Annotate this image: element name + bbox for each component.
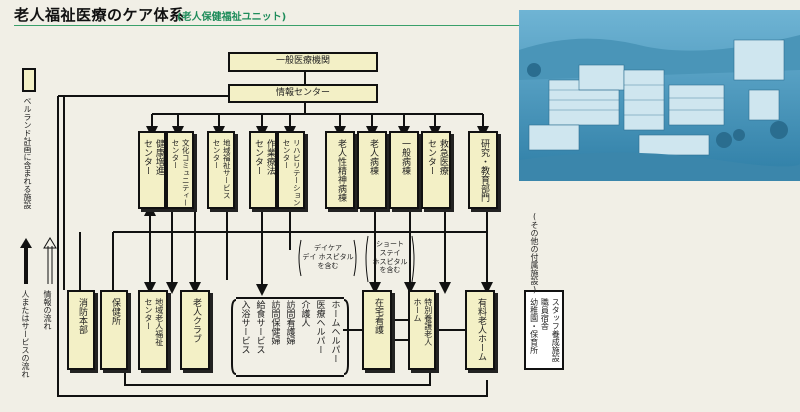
other-facilities-caption: (その他の付属施設) <box>529 212 540 294</box>
general-ward-box: 一般病棟 <box>389 131 419 209</box>
title-rule <box>14 25 519 26</box>
note-line: を含む <box>379 266 401 275</box>
label-line: ホーム <box>413 298 422 322</box>
label-line: 保健所 <box>109 298 120 325</box>
caption-text: (その他の付属施設) <box>530 212 539 294</box>
service-item: 介護人 <box>299 300 310 327</box>
label-line: 健康増進 <box>153 139 164 175</box>
paid-elderly-home-box: 有料老人ホーム <box>465 290 495 370</box>
legend-solid-arrow-label: 人またはサービスの流れ <box>20 290 31 400</box>
dementia-ward-box: 老人性精神病棟 <box>325 131 355 209</box>
health-office-box: 保健所 <box>100 290 128 370</box>
label-line: 研究・教育部門 <box>478 139 489 202</box>
label-line: 特別養護老人 <box>423 298 433 346</box>
note-line: ショート <box>376 240 404 248</box>
legend-text: 情報の流れ <box>43 290 52 330</box>
legend-facility-swatch <box>22 68 36 92</box>
note-line: デイケア <box>314 244 342 252</box>
label-line: センター <box>253 139 263 175</box>
nursing-home-box: 特別養護老人 ホーム <box>408 290 436 370</box>
label-line: 幼稚園・保育所 <box>529 298 539 354</box>
service-item: 医療ヘルパー <box>314 300 325 354</box>
label-line: スタッフ養成施設 <box>551 298 561 362</box>
label-line: センター <box>212 139 221 169</box>
label-line: センター <box>142 139 152 175</box>
legend-facility-label: ベルランド計画に含まれる施設 <box>22 97 33 247</box>
label-line: 職員宿舎 <box>540 298 550 330</box>
page-title: 老人福祉医療のケア体系 <box>14 6 185 24</box>
label-line: センター <box>426 139 436 175</box>
label-line: 老人病棟 <box>367 139 378 175</box>
regional-elderly-box: 地域老人福祉 センター <box>138 290 168 370</box>
service-item: 訪問保健婦 <box>269 300 280 345</box>
service-item: 給食サービス <box>254 300 265 354</box>
label-line: 地域福祉サービス <box>222 139 232 199</box>
elderly-club-box: 老人クラブ <box>180 290 210 370</box>
daycare-note: デイケア デイ ホスピタル を含む <box>302 244 354 271</box>
staff-facilities-box: スタッフ養成施設 職員宿舎 幼稚園・保育所 <box>524 290 564 370</box>
fire-dept-box: 消防本部 <box>67 290 95 370</box>
label-line: 在宅看護 <box>372 298 383 334</box>
health-center-box: 健康増進 センター <box>138 131 166 209</box>
label-line: 消防本部 <box>76 298 87 334</box>
label-line: 老人性精神病棟 <box>335 139 346 202</box>
aerial-photo <box>519 10 800 181</box>
culture-center-box: 文化コミュニティー センター <box>166 131 194 209</box>
note-line: ホスピタル <box>372 257 408 266</box>
short-stay-note: ショート ステイ ホスピタル を含む <box>369 240 411 275</box>
label-line: センター <box>171 139 180 169</box>
service-item: 訪問看護婦 <box>284 300 295 345</box>
home-services-list: ホームヘルパー 医療ヘルパー 介護人 訪問看護婦 訪問保健婦 給食サービス 入浴… <box>236 300 344 374</box>
general-medical-label: 一般医療機関 <box>275 56 330 67</box>
label-line: 老人クラブ <box>190 298 201 343</box>
rehab-center-box: リハビリテーション センター <box>277 131 305 209</box>
label-line: 作業療法 <box>264 139 275 175</box>
page-subtitle: (老人保健福祉ユニット) <box>177 12 287 23</box>
emergency-center-box: 救急医療 センター <box>421 131 451 209</box>
label-line: 有料老人ホーム <box>475 298 486 361</box>
legend-outline-arrow-label: 情報の流れ <box>42 290 53 370</box>
regional-welfare-box: 地域福祉サービス センター <box>207 131 235 209</box>
legend-text: 人またはサービスの流れ <box>21 290 30 378</box>
label-line: リハビリテーション <box>292 139 302 207</box>
legend-arrows <box>20 237 57 284</box>
note-line: を含む <box>317 262 339 271</box>
legend-text: ベルランド計画に含まれる施設 <box>23 97 32 209</box>
elderly-ward-box: 老人病棟 <box>357 131 387 209</box>
home-nursing-box: 在宅看護 <box>362 290 392 370</box>
service-item: 入浴サービス <box>239 300 250 354</box>
note-line: デイ ホスピタル <box>302 253 354 262</box>
label-line: 救急医療 <box>437 139 448 175</box>
label-line: 文化コミュニティー <box>181 139 191 207</box>
label-line: 地域老人福祉 <box>154 298 164 346</box>
note-line: ステイ <box>379 248 401 257</box>
occupational-therapy-box: 作業療法 センター <box>249 131 277 209</box>
general-medical-node: 一般医療機関 <box>228 52 378 72</box>
label-line: 一般病棟 <box>399 139 410 175</box>
research-dept-box: 研究・教育部門 <box>468 131 498 209</box>
service-item: ホームヘルパー <box>329 300 340 363</box>
label-line: センター <box>282 139 291 169</box>
info-center-node: 情報センター <box>228 84 378 103</box>
label-line: センター <box>144 298 153 330</box>
info-center-label: 情報センター <box>275 87 330 98</box>
